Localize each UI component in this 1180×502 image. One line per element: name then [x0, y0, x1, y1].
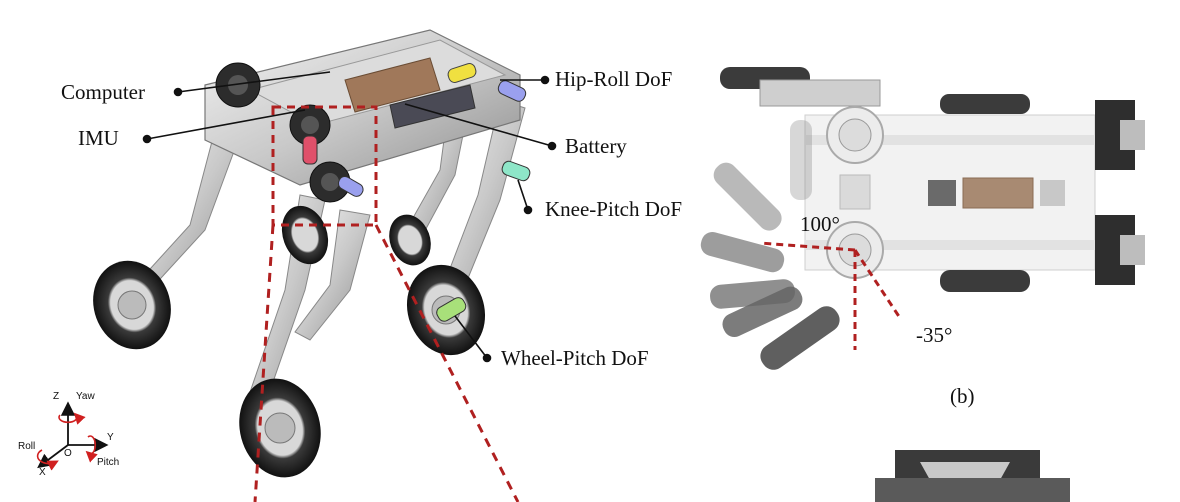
wheel-mid-right — [389, 214, 431, 266]
wheel-front-left — [239, 378, 321, 478]
imu-marker — [302, 135, 318, 165]
leader-lines — [142, 71, 557, 363]
wheel-pitch-marker — [436, 297, 467, 322]
pitch-arrow — [85, 435, 98, 463]
axis-label-yaw: Yaw — [76, 391, 95, 402]
leader-imu — [146, 109, 306, 140]
dashed-box — [271, 105, 378, 227]
robot-3d-view — [93, 29, 531, 478]
angle-indicator — [759, 241, 902, 350]
knee-pitch-marker — [501, 160, 531, 182]
label-angle-100: 100° — [800, 212, 840, 236]
label-knee-pitch: Knee-Pitch DoF — [545, 197, 683, 221]
label-battery: Battery — [565, 134, 627, 158]
rear-left-leg — [139, 129, 241, 291]
inner-electronics — [389, 84, 476, 129]
leader-knee-pitch — [517, 179, 529, 211]
front-knee-marker — [337, 176, 364, 197]
label-panel-b: (b) — [950, 384, 975, 408]
top-wheel-3 — [940, 270, 1030, 292]
top-view-battery — [962, 177, 1034, 209]
inset-highlight — [253, 105, 520, 502]
axis-label-z: Z — [53, 391, 60, 402]
label-computer: Computer — [61, 80, 145, 104]
coordinate-frame — [36, 401, 109, 471]
label-angle-minus35: -35° — [916, 323, 953, 347]
top-wheel-2 — [940, 94, 1030, 114]
leader-computer — [177, 71, 331, 93]
computer-marker — [447, 63, 477, 83]
label-hip-roll: Hip-Roll DoF — [555, 67, 673, 91]
battery-pack — [344, 57, 441, 113]
leader-wheel-pitch — [454, 315, 488, 359]
projection-line-left — [253, 224, 275, 502]
label-wheel-pitch: Wheel-Pitch DoF — [501, 346, 649, 370]
hip-roll-marker — [497, 80, 527, 102]
yaw-arrow — [58, 412, 86, 425]
wheel-rear-left — [93, 260, 171, 350]
axis-label-x: X — [39, 467, 46, 478]
label-imu: IMU — [78, 126, 119, 150]
roll-arrow — [36, 449, 59, 471]
leader-battery — [404, 103, 553, 147]
axis-label-o: O — [64, 448, 72, 459]
swept-wheels — [700, 120, 840, 370]
wheel-rear-right — [281, 205, 329, 265]
middle-leg — [294, 209, 371, 341]
axis-label-pitch: Pitch — [97, 457, 120, 468]
axis-label-roll: Roll — [18, 441, 36, 452]
robot-top-view — [700, 67, 1145, 502]
axis-label-y: Y — [107, 432, 114, 443]
projection-line-right — [374, 224, 520, 502]
